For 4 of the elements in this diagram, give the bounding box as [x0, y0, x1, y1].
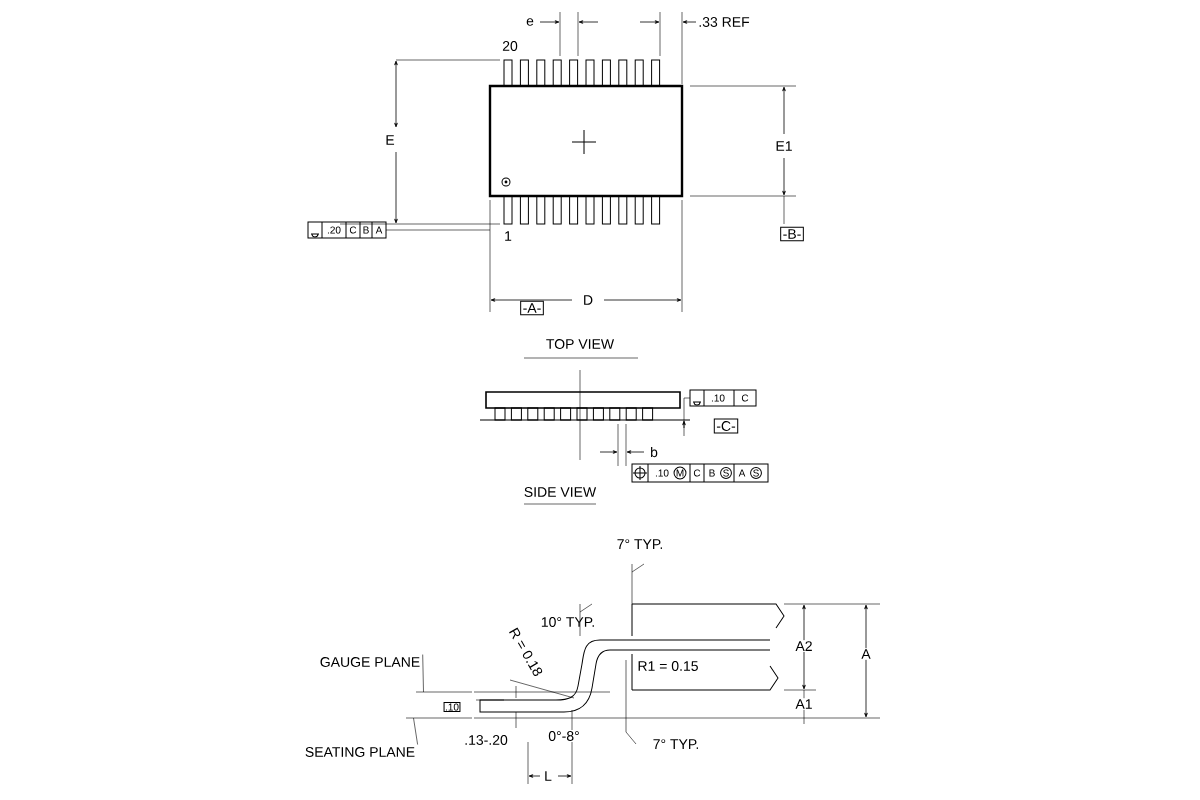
- leader-line: [422, 654, 424, 693]
- plane-line: [415, 691, 473, 693]
- plane-line: [405, 717, 473, 719]
- leader-line: [413, 717, 418, 745]
